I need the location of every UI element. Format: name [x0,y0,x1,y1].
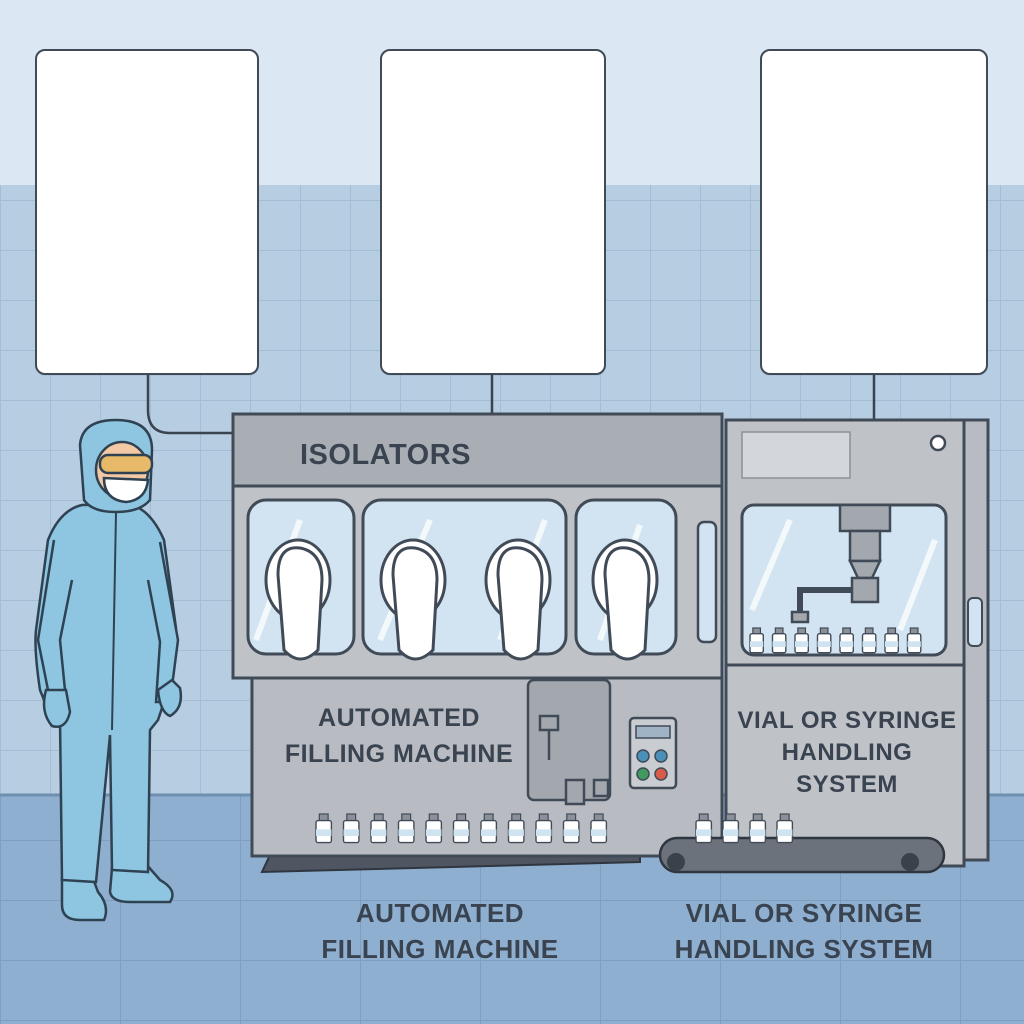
isolators-label: ISOLATORS [300,439,471,471]
vial [816,627,832,654]
vial [425,813,443,844]
vial [535,813,553,844]
handling-label-line2: HANDLING [782,739,913,766]
callout-box-left [35,49,259,375]
vials [315,627,922,844]
vial [370,813,388,844]
bottom-filling-label-line1: AUTOMATED [356,898,524,928]
vial [695,813,713,844]
isolator-machine [231,412,724,858]
callout-connectors [146,372,876,435]
vial [884,627,900,654]
handling-conveyor [658,836,946,874]
vial [480,813,498,844]
vial [839,627,855,654]
bottom-handling-label-line2: HANDLING SYSTEM [675,934,934,964]
callout-box-right [760,49,988,375]
vial [315,813,333,844]
control-panel [628,716,678,790]
vial [342,813,360,844]
vial [507,813,525,844]
cleanroom-operator [34,418,183,922]
vial [749,627,765,654]
bottom-filling-label-line2: FILLING MACHINE [321,934,558,964]
vial [452,813,470,844]
handling-system-machine [724,418,990,868]
callout-box-center [380,49,606,375]
handling-label-line1: VIAL OR SYRINGE [737,707,956,734]
filling-machine-label-line1: AUTOMATED [318,704,480,732]
vial [749,813,767,844]
vial [771,627,787,654]
vial [906,627,922,654]
vial [794,627,810,654]
vial [776,813,794,844]
vial [590,813,608,844]
filling-machine-label-line2: FILLING MACHINE [285,740,513,768]
vial [562,813,580,844]
vial [397,813,415,844]
bottom-handling-label-line1: VIAL OR SYRINGE [686,898,923,928]
vial [722,813,740,844]
vial [861,627,877,654]
handling-label-line3: SYSTEM [796,771,898,798]
